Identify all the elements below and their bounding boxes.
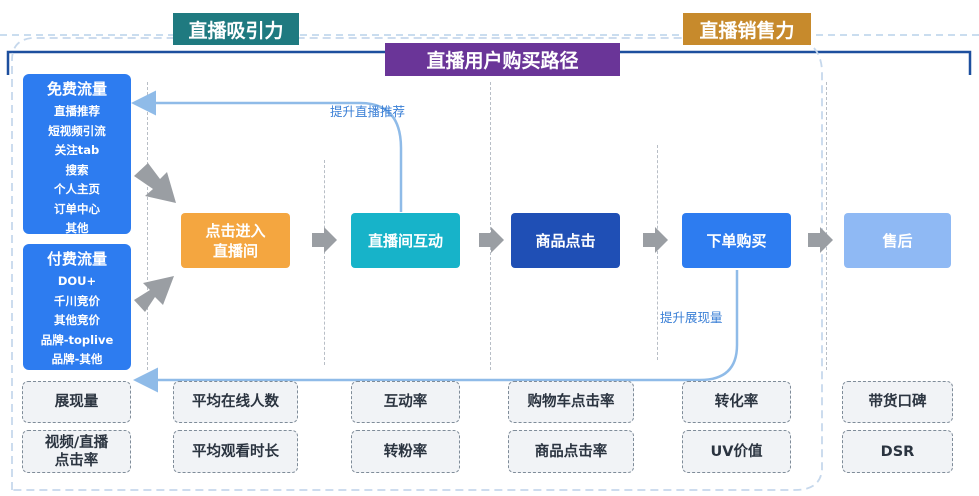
- metric-label: 商品点击率: [534, 443, 608, 460]
- metric-box: 转粉率: [351, 430, 460, 473]
- step-place-order: 下单购买: [682, 213, 791, 268]
- metric-label: 平均观看时长: [192, 443, 279, 460]
- traffic-to-enter-arrow: [134, 163, 176, 312]
- step-label: 售后: [882, 231, 913, 250]
- step-arrow: [312, 227, 833, 253]
- paid-traffic-item: 品牌-toplive: [40, 332, 114, 347]
- attraction-banner: 直播吸引力: [173, 13, 299, 45]
- metric-label: DSR: [880, 443, 915, 460]
- metric-box: 商品点击率: [508, 430, 634, 473]
- metric-label: UV价值: [710, 443, 763, 460]
- free-traffic-item: 关注tab: [54, 143, 100, 157]
- metric-box: UV价值: [682, 430, 791, 473]
- metric-box: 互动率: [351, 381, 460, 423]
- step-label: 点击进入 直播间: [205, 221, 266, 260]
- metric-label: 带货口碑: [868, 394, 927, 410]
- free-traffic-item: 其他: [65, 221, 89, 235]
- feedback-arrow-top: [131, 90, 403, 212]
- step-live-interaction: 直播间互动: [351, 213, 460, 268]
- top-bracket: [0, 34, 979, 75]
- free-traffic-item: 短视频引流: [48, 123, 106, 138]
- metric-box: 购物车点击率: [508, 381, 634, 423]
- column-separator: [324, 160, 325, 365]
- sales-banner-label: 直播销售力: [699, 19, 795, 42]
- column-separator: [490, 82, 491, 370]
- step-enter-live-room: 点击进入 直播间: [181, 213, 290, 268]
- metric-label: 转粉率: [383, 443, 428, 460]
- step-label: 直播间互动: [367, 231, 443, 250]
- metric-box: DSR: [842, 430, 953, 473]
- free-traffic-item: 订单中心: [54, 201, 100, 216]
- free-traffic-item: 个人主页: [54, 182, 100, 196]
- metric-box: 平均在线人数: [173, 381, 298, 423]
- metric-label: 购物车点击率: [527, 394, 615, 410]
- paid-traffic-item: 千川竞价: [54, 293, 100, 308]
- metric-label: 视频/直播 点击率: [44, 434, 109, 469]
- path-banner: 直播用户购买路径: [385, 43, 620, 76]
- metric-label: 展现量: [54, 394, 99, 410]
- step-product-click: 商品点击: [511, 213, 620, 268]
- free-traffic-item: 直播推荐: [54, 104, 100, 118]
- step-label: 商品点击: [535, 231, 596, 250]
- metric-label: 转化率: [714, 394, 759, 410]
- metric-label: 平均在线人数: [192, 394, 279, 410]
- feedback-note-top: 提升直播推荐: [330, 104, 406, 119]
- attraction-banner-label: 直播吸引力: [188, 19, 284, 42]
- metric-box: 带货口碑: [842, 381, 953, 423]
- path-banner-label: 直播用户购买路径: [426, 50, 579, 72]
- column-separator: [826, 82, 827, 370]
- free-traffic-box: 免费流量 直播推荐 短视频引流 关注tab 搜索 个人主页 订单中心 其他: [23, 74, 131, 235]
- sales-banner: 直播销售力: [683, 13, 811, 45]
- free-traffic-title: 免费流量: [46, 80, 107, 98]
- paid-traffic-box: 付费流量 DOU+ 千川竞价 其他竞价 品牌-toplive 品牌-其他: [23, 244, 131, 370]
- metric-box: 转化率: [682, 381, 791, 423]
- paid-traffic-item: 品牌-其他: [51, 352, 103, 366]
- free-traffic-item: 搜索: [65, 162, 89, 177]
- paid-traffic-item: DOU+: [57, 274, 97, 288]
- column-separator: [147, 82, 148, 370]
- metric-label: 互动率: [383, 394, 428, 410]
- feedback-note-bottom: 提升展现量: [660, 310, 723, 325]
- step-label: 下单购买: [706, 231, 767, 250]
- metric-box: 展现量: [22, 381, 131, 423]
- paid-traffic-item: 其他竞价: [54, 313, 100, 327]
- paid-traffic-title: 付费流量: [46, 250, 107, 268]
- metric-box: 平均观看时长: [173, 430, 298, 473]
- feedback-arrow-bottom: [133, 270, 739, 393]
- metric-box: 视频/直播 点击率: [22, 430, 131, 473]
- step-after-sales: 售后: [844, 213, 951, 268]
- column-separator: [657, 145, 658, 360]
